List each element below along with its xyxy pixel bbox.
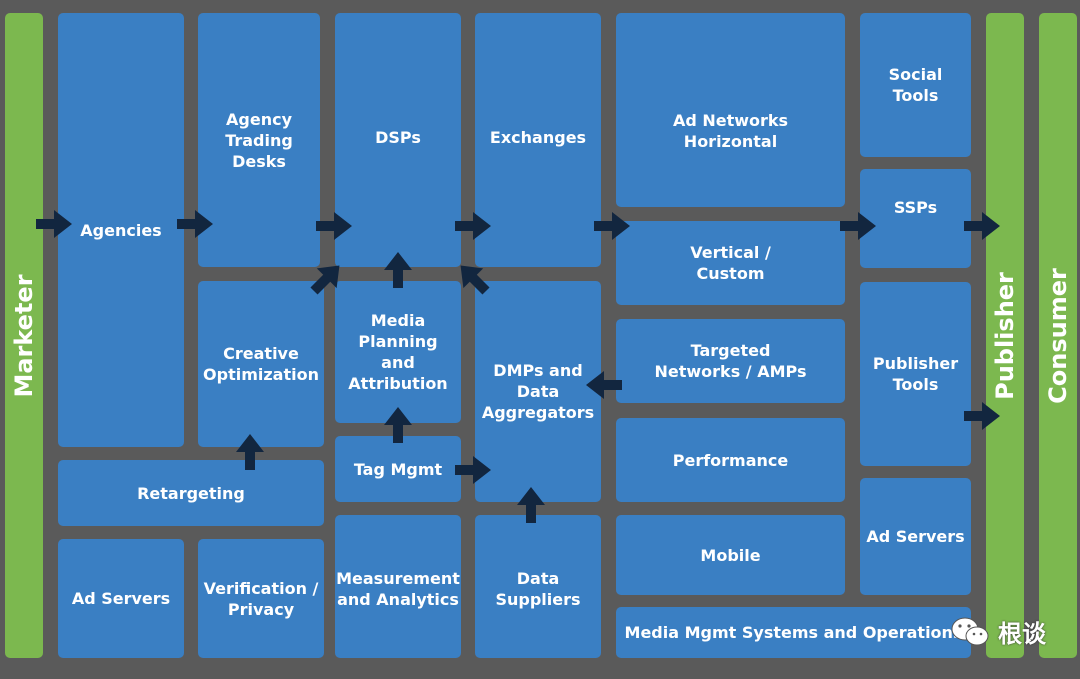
- arrow-tools-publisher: [964, 402, 1000, 430]
- exchanges-box: Exchanges: [475, 13, 601, 267]
- arrow-ssps-publisher: [964, 212, 1000, 240]
- tag-mgmt-box: Tag Mgmt: [335, 436, 461, 502]
- arrow-creative-dsps: [304, 255, 350, 301]
- publisher-tools-box: Publisher Tools: [860, 282, 971, 466]
- watermark-text: 根谈: [998, 620, 1046, 648]
- arrow-agencies-atd: [177, 210, 213, 238]
- vertical-custom-box: Vertical / Custom: [616, 221, 845, 305]
- social-tools-box: Social Tools: [860, 13, 971, 157]
- publisher-bar: Publisher: [986, 13, 1024, 658]
- arrow-targeted-dmps: [586, 371, 622, 399]
- performance-box: Performance: [616, 418, 845, 502]
- arrow-media-dsps: [384, 252, 412, 288]
- arrow-tag-media: [384, 407, 412, 443]
- dmps-box: DMPs and Data Aggregators: [475, 281, 601, 502]
- arrow-networks-ssps: [840, 212, 876, 240]
- mobile-box: Mobile: [616, 515, 845, 595]
- arrow-tag-dmps: [455, 456, 491, 484]
- ad-servers-marketer-box: Ad Servers: [58, 539, 184, 658]
- marketer-bar: Marketer: [5, 13, 43, 658]
- ssps-box: SSPs: [860, 169, 971, 268]
- arrow-suppliers-dmps: [517, 487, 545, 523]
- arrow-atd-dsps: [316, 212, 352, 240]
- ad-servers-publisher-box: Ad Servers: [860, 478, 971, 595]
- arrow-marketer-agencies: [36, 210, 72, 238]
- arrow-dsps-exchanges: [455, 212, 491, 240]
- verification-privacy-box: Verification / Privacy: [198, 539, 324, 658]
- watermark: 根谈: [950, 614, 1046, 649]
- agencies-box: Agencies: [58, 13, 184, 447]
- retargeting-box: Retargeting: [58, 460, 324, 526]
- dsps-box: DSPs: [335, 13, 461, 267]
- consumer-bar: Consumer: [1039, 13, 1077, 658]
- arrow-dmps-exchanges: [450, 255, 496, 301]
- arrow-exchanges-networks: [594, 212, 630, 240]
- data-suppliers-box: Data Suppliers: [475, 515, 601, 658]
- targeted-networks-box: Targeted Networks / AMPs: [616, 319, 845, 403]
- media-mgmt-box: Media Mgmt Systems and Operations: [616, 607, 971, 658]
- agency-trading-desks-box: Agency Trading Desks: [198, 13, 320, 267]
- ad-networks-horizontal-box: Ad Networks Horizontal: [616, 13, 845, 207]
- wechat-icon: [951, 617, 989, 645]
- arrow-retargeting-creative: [236, 434, 264, 470]
- measurement-analytics-box: Measurement and Analytics: [335, 515, 461, 658]
- media-planning-box: Media Planning and Attribution: [335, 281, 461, 423]
- creative-optimization-box: Creative Optimization: [198, 281, 324, 447]
